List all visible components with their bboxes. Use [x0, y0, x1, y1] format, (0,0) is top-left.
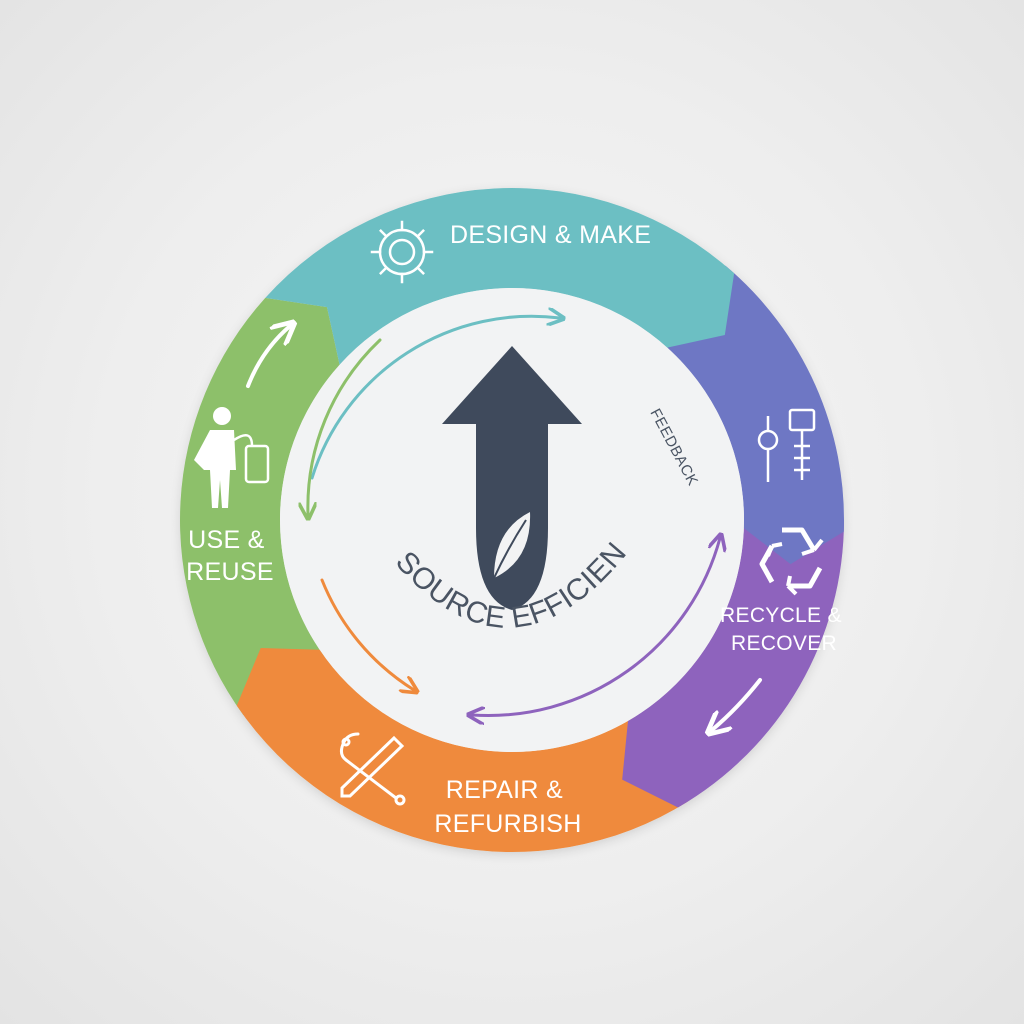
recycle-icon [759, 527, 824, 596]
resource-efficiency-arrow-icon [442, 346, 582, 610]
up-arrow-icon [442, 346, 582, 610]
gear-icon [370, 220, 434, 284]
use-reuse-label: USE & REUSE [186, 526, 274, 586]
repair-refurbish-label: REPAIR & REFURBISH [434, 776, 581, 838]
monitor-icon [757, 408, 816, 482]
person-bag-icon [194, 407, 270, 508]
recycle-recover-label: RECYCLE & RECOVER [720, 604, 848, 655]
segment-arrows [246, 326, 762, 730]
segment-labels: DESIGN & MAKE USE & REUSE RECYCLE & RECO… [186, 221, 848, 838]
use-segment-arrow [246, 326, 290, 388]
segment-monitor [661, 265, 844, 565]
orange-arrow [320, 578, 414, 690]
recycle-segment-arrow [712, 678, 762, 730]
wrench-screwdriver-icon [339, 732, 406, 806]
purple-arrow [472, 538, 720, 716]
segment-recycle-recover [622, 520, 844, 808]
inner-arrows [308, 316, 720, 715]
green-arrow [308, 338, 382, 515]
design-make-label: DESIGN & MAKE [450, 221, 651, 249]
segment-repair-refurbish [236, 648, 688, 853]
teal-arrow [310, 316, 560, 480]
segment-use-reuse [179, 297, 340, 716]
